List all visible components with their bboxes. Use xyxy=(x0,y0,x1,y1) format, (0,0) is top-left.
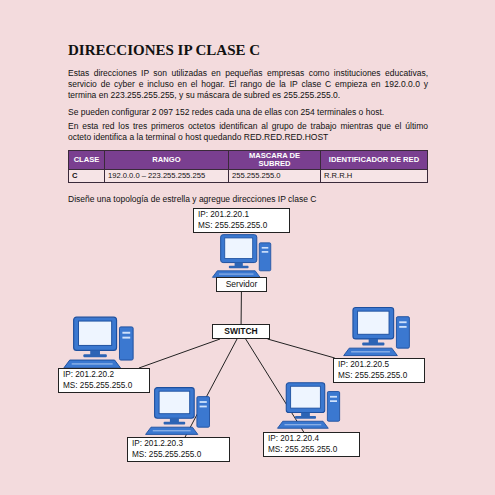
node-text: MS: 255.255.255.0 xyxy=(63,381,145,392)
table-header: CLASE xyxy=(68,150,105,170)
table-header: RANGO xyxy=(104,150,229,170)
node-text: IP: 201.2.20.4 xyxy=(268,434,355,445)
table-cell: R.R.R.H xyxy=(320,169,428,183)
node-text: MS: 255.255.255.0 xyxy=(198,221,285,232)
network-link xyxy=(241,292,242,324)
server-computer xyxy=(212,235,270,278)
computer-icon xyxy=(278,383,340,429)
node-text: Servidor xyxy=(226,279,258,290)
table-header: IDENTIFICADOR DE RED xyxy=(320,150,428,170)
paragraph: Se pueden configurar 2 097 152 redes cad… xyxy=(68,107,428,118)
node-text: MS: 255.255.255.0 xyxy=(132,450,225,461)
table-cell: 192.0.0.0 – 223.255.255.255 xyxy=(104,169,229,183)
node-text: SWITCH xyxy=(224,326,258,337)
ip-label-box: IP: 201.2.20.5MS: 255.255.255.0 xyxy=(333,358,425,383)
node-text: IP: 201.2.20.3 xyxy=(132,439,225,450)
node-text: MS: 255.255.255.0 xyxy=(338,371,420,382)
ip-label-box: IP: 201.2.20.4MS: 255.255.255.0 xyxy=(263,432,360,457)
page-title: DIRECCIONES IP CLASE C xyxy=(68,41,428,59)
node-text: MS: 255.255.255.0 xyxy=(268,445,355,456)
switch-box: SWITCH xyxy=(212,324,270,339)
computer-icon xyxy=(344,307,410,355)
table-cell: C xyxy=(68,169,105,183)
table-header: MASCARA DE SUBRED xyxy=(228,150,321,170)
node-text: IP: 201.2.20.1 xyxy=(198,210,285,221)
computer-icon xyxy=(64,317,133,368)
paragraph: En esta red los tres primeros octetos id… xyxy=(68,121,428,143)
paragraph: Estas direcciones IP son utilizadas en p… xyxy=(68,68,428,101)
network-link xyxy=(139,339,220,368)
instruction-text: Diseñe una topología de estrella y agreg… xyxy=(68,194,428,205)
table-cell: 255.255.255.0 xyxy=(228,169,321,183)
ip-label-box: IP: 201.2.20.2MS: 255.255.255.0 xyxy=(58,368,150,393)
node-text: IP: 201.2.20.2 xyxy=(63,370,145,381)
computer-icon xyxy=(146,388,210,435)
server-label-box: Servidor xyxy=(216,277,267,292)
network-link xyxy=(268,339,335,358)
node-text: IP: 201.2.20.5 xyxy=(338,360,420,371)
ip-label-box: IP: 201.2.20.3MS: 255.255.255.0 xyxy=(127,437,230,462)
ip-label-box: IP: 201.2.20.1MS: 255.255.255.0 xyxy=(193,208,290,233)
